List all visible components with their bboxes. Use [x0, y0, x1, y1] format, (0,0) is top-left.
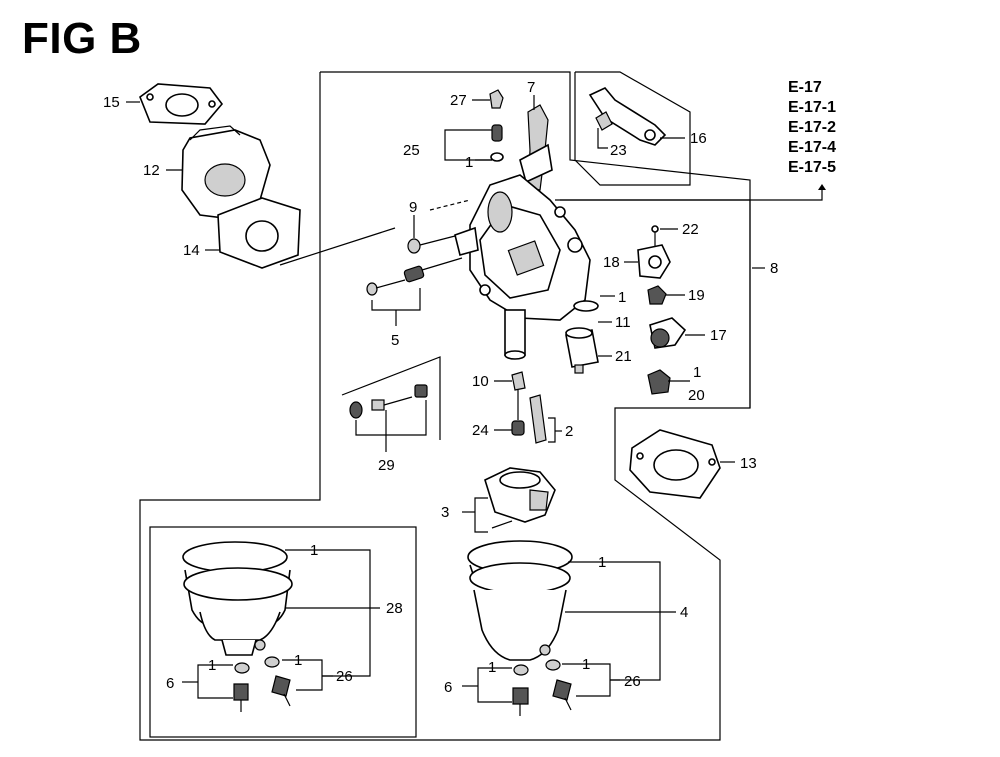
- callout-8: 8: [770, 260, 778, 277]
- nut-20[interactable]: [647, 369, 671, 395]
- screw-23[interactable]: [595, 111, 613, 131]
- callout-14: 14: [183, 242, 200, 259]
- callout-29: 29: [378, 457, 395, 474]
- callout-6: 6: [444, 679, 452, 696]
- callout-26: 26: [336, 668, 353, 685]
- gasket-14[interactable]: [217, 197, 301, 269]
- callout-4: 4: [680, 604, 688, 621]
- reference-code[interactable]: E-17-1: [788, 99, 837, 116]
- callout-1: 1: [693, 364, 701, 381]
- lever-arm-16[interactable]: [588, 87, 667, 146]
- callout-1: 1: [465, 154, 473, 171]
- callout-1: 1: [310, 542, 318, 559]
- callout-1: 1: [582, 656, 590, 673]
- jet-21[interactable]: [565, 327, 599, 374]
- callout-23: 23: [610, 142, 627, 159]
- callout-3: 3: [441, 504, 449, 521]
- washer-1-right-a[interactable]: [513, 664, 529, 676]
- callout-1: 1: [208, 657, 216, 674]
- gasket-15[interactable]: [139, 83, 224, 125]
- callout-2: 2: [565, 423, 573, 440]
- reference-code[interactable]: E-17-5: [788, 159, 837, 176]
- reference-code-list: E-17 E-17-1 E-17-2 E-17-4 E-17-5: [788, 78, 858, 178]
- float-bowl-4[interactable]: [467, 540, 573, 661]
- bowl-alt-group-outline: [149, 526, 417, 738]
- needle-10[interactable]: [511, 371, 526, 420]
- washer-1-left-a[interactable]: [234, 662, 250, 674]
- kit-group-outline: [341, 356, 441, 440]
- callout-15: 15: [103, 94, 120, 111]
- nut-19[interactable]: [647, 285, 667, 305]
- reference-code[interactable]: E-17-2: [788, 119, 837, 136]
- spring-24[interactable]: [511, 420, 525, 436]
- callout-27: 27: [450, 92, 467, 109]
- carburetor-body[interactable]: [454, 174, 591, 360]
- ref-pointer-line: [560, 188, 823, 201]
- callout-1: 1: [488, 659, 496, 676]
- callout-13: 13: [740, 455, 757, 472]
- callout-19: 19: [688, 287, 705, 304]
- float-bowl-28[interactable]: [182, 541, 293, 656]
- callout-17: 17: [710, 327, 727, 344]
- callout-16: 16: [690, 130, 707, 147]
- reference-code[interactable]: E-17: [788, 79, 822, 96]
- callout-6: 6: [166, 675, 174, 692]
- washer-1-right-b[interactable]: [545, 659, 561, 671]
- callout-18: 18: [603, 254, 620, 271]
- drain-screw-26-left[interactable]: [271, 675, 291, 707]
- callout-22: 22: [682, 221, 699, 238]
- cover-18[interactable]: [637, 244, 671, 279]
- callout-1: 1: [294, 652, 302, 669]
- arm-group-outline: [574, 71, 691, 186]
- screw-27[interactable]: [489, 89, 504, 109]
- main-group-outline: [139, 71, 751, 741]
- callout-9: 9: [409, 199, 417, 216]
- callout-1: 1: [598, 554, 606, 571]
- float-pin-2[interactable]: [529, 394, 547, 444]
- drain-bolt-6-right[interactable]: [512, 687, 529, 716]
- drain-screw-26-right[interactable]: [552, 679, 572, 711]
- callout-28: 28: [386, 600, 403, 617]
- reference-code[interactable]: E-17-4: [788, 139, 837, 156]
- callout-25: 25: [403, 142, 420, 159]
- callout-24: 24: [472, 422, 489, 439]
- callout-21: 21: [615, 348, 632, 365]
- washer-1-left-b[interactable]: [264, 656, 280, 668]
- callout-1: 1: [618, 289, 626, 306]
- callout-5: 5: [391, 332, 399, 349]
- screw-9[interactable]: [407, 235, 456, 254]
- figure-title: FIG B: [22, 14, 142, 63]
- kit-29[interactable]: [349, 384, 428, 419]
- float-3[interactable]: [484, 467, 556, 529]
- valve-17[interactable]: [649, 317, 687, 349]
- o-ring-1-top[interactable]: [490, 152, 504, 162]
- callout-7: 7: [527, 79, 535, 96]
- screw-22[interactable]: [651, 225, 659, 248]
- drain-bolt-6-left[interactable]: [233, 683, 249, 712]
- gasket-13[interactable]: [629, 429, 721, 499]
- callout-26: 26: [624, 673, 641, 690]
- callout-20: 20: [688, 387, 705, 404]
- callout-10: 10: [472, 373, 489, 390]
- ref-pointer-arrow: [818, 184, 826, 190]
- o-ring-1-mid[interactable]: [573, 300, 599, 312]
- pilot-screw-5[interactable]: [366, 257, 463, 296]
- choke-lever-7[interactable]: [519, 104, 553, 191]
- callout-11: 11: [615, 314, 631, 331]
- spring-25[interactable]: [491, 124, 503, 142]
- callout-12: 12: [143, 162, 160, 179]
- insulator-12[interactable]: [181, 125, 271, 221]
